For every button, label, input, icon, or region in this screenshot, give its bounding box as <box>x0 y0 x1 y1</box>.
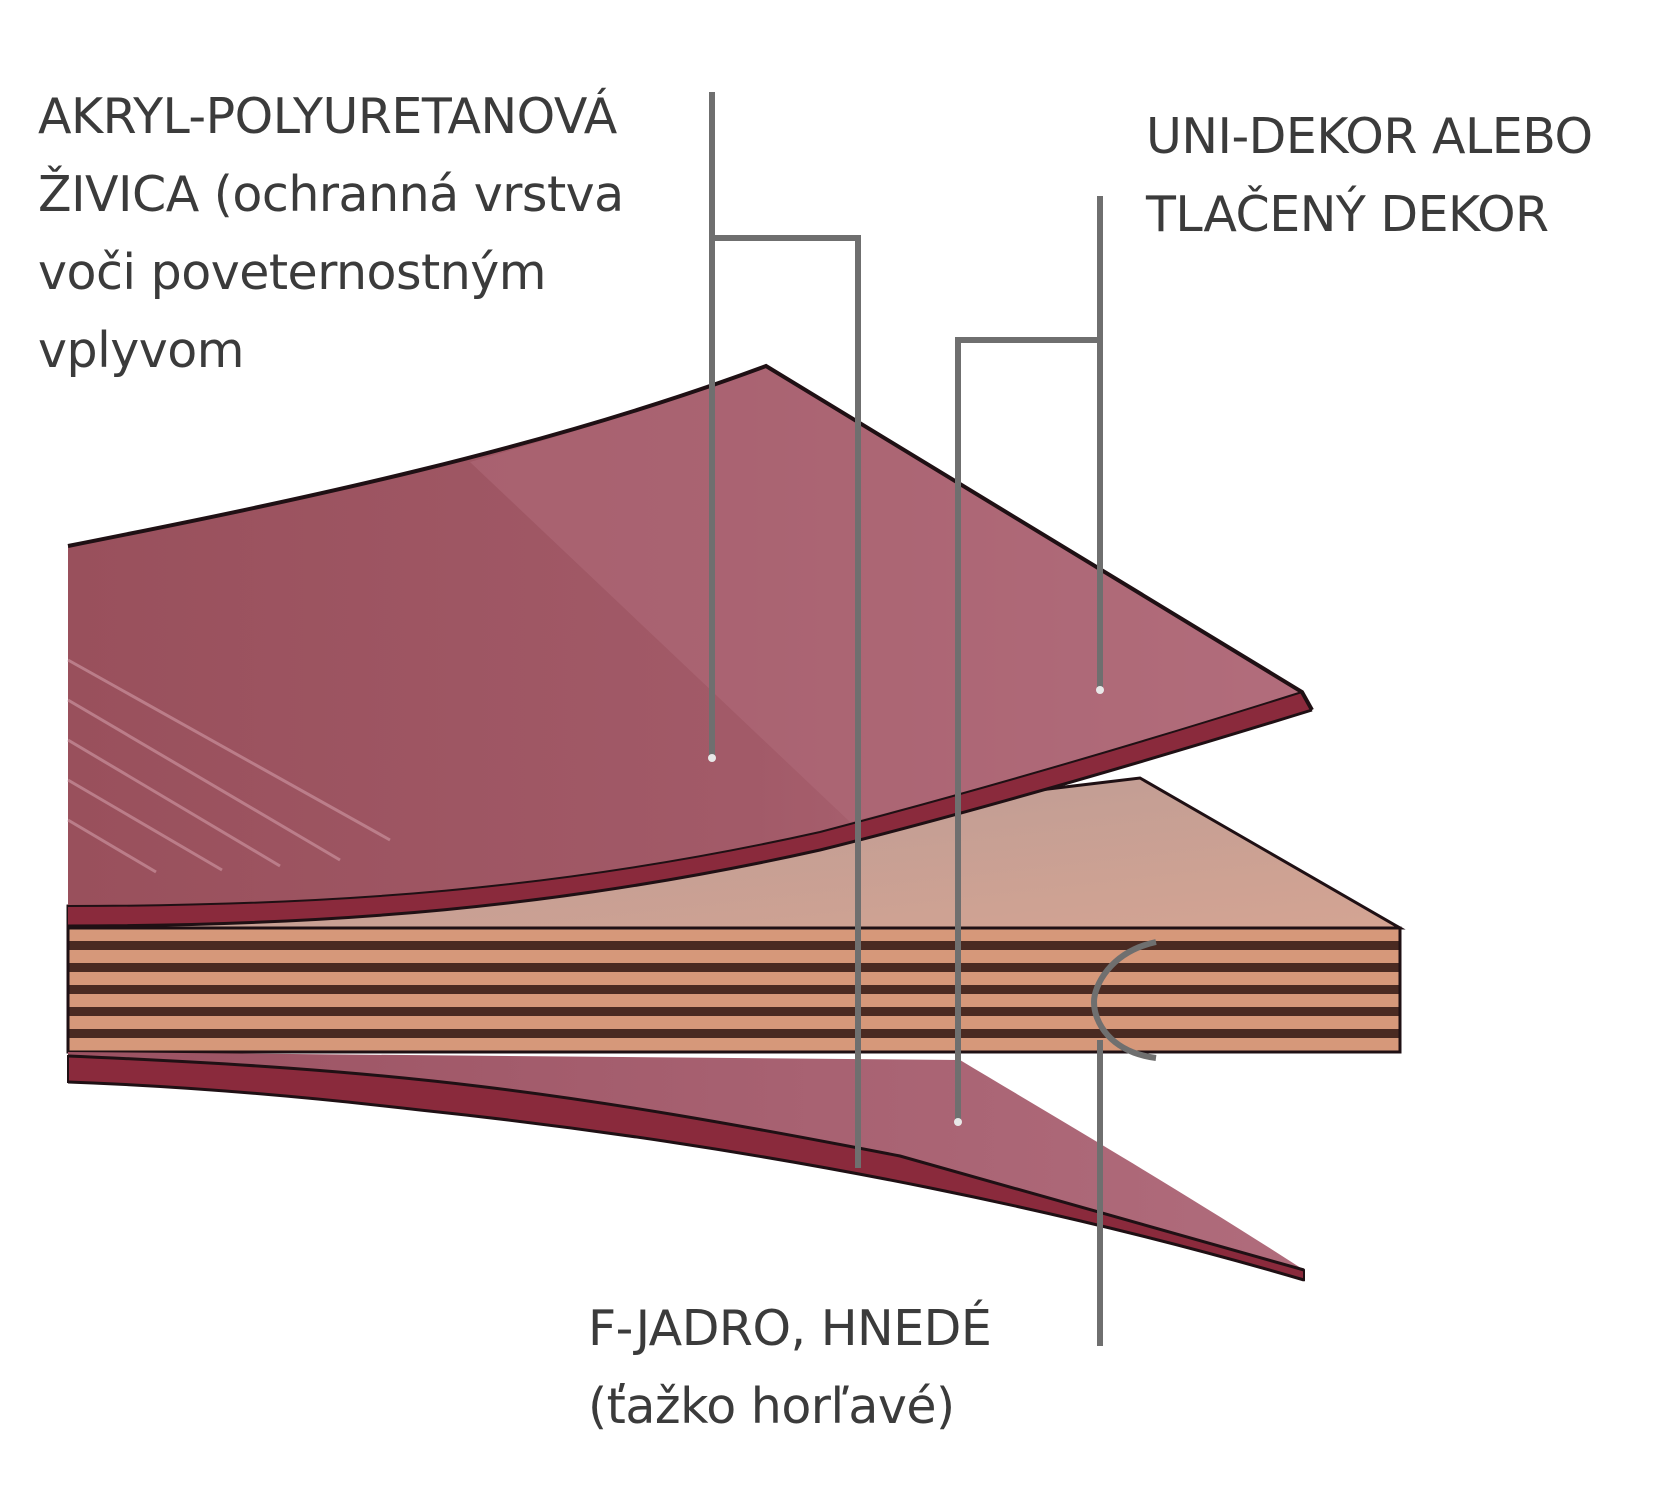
core-stripes <box>66 926 1402 1054</box>
label-resin-line: vplyvom <box>38 322 244 379</box>
label-core-line: F-JADRO, HNEDÉ <box>588 1300 992 1357</box>
label-decor-line: TLAČENÝ DEKOR <box>1146 186 1549 243</box>
bottom-decor-face <box>68 1052 1304 1270</box>
leader-dots <box>708 686 1104 1126</box>
top-sheet-highlight <box>470 366 1302 822</box>
label-decor-layer: UNI-DEKOR ALEBO TLAČENÝ DEKOR <box>1146 98 1593 254</box>
label-core-line: (ťažko horľavé) <box>588 1378 955 1435</box>
label-resin-line: voči poveternostným <box>38 244 547 301</box>
label-decor-line: UNI-DEKOR ALEBO <box>1146 108 1593 165</box>
top-sheet-sheen-lines <box>67 658 391 874</box>
leader-lines <box>709 92 1157 1346</box>
label-resin-line: ŽIVICA (ochranná vrstva <box>38 166 624 223</box>
label-resin-layer: AKRYL-POLYURETANOVÁ ŽIVICA (ochranná vrs… <box>38 78 624 390</box>
label-core-layer: F-JADRO, HNEDÉ (ťažko horľavé) <box>588 1290 992 1446</box>
label-resin-line: AKRYL-POLYURETANOVÁ <box>38 88 617 145</box>
